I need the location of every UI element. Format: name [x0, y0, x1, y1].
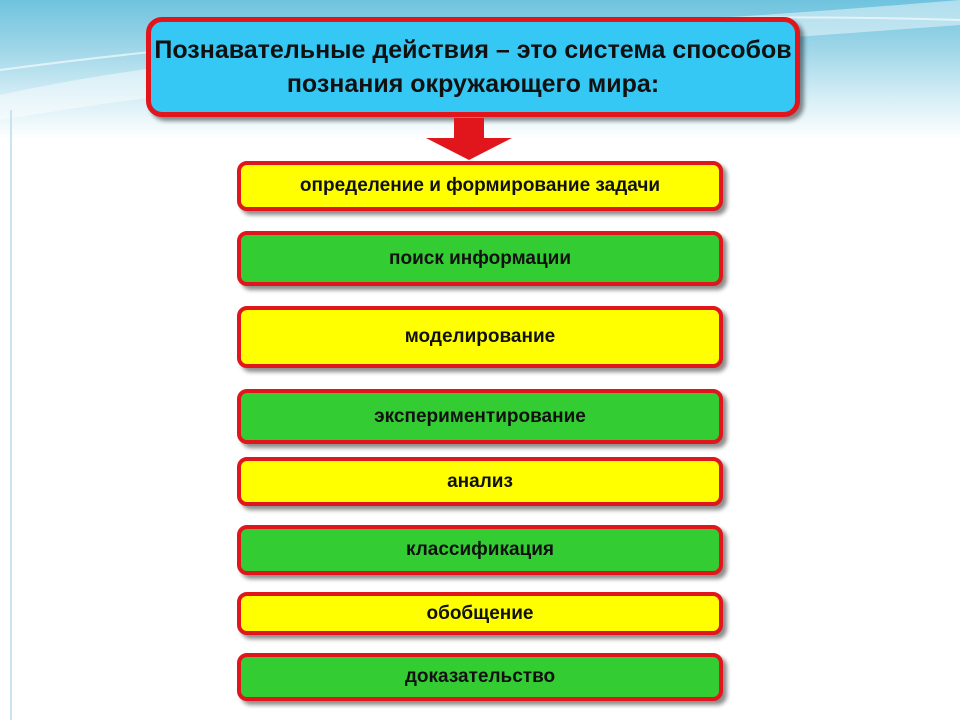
item-generalization: обобщение — [237, 592, 723, 635]
left-decor-line — [10, 110, 12, 720]
down-arrow-icon — [426, 118, 512, 160]
item-information-search: поиск информации — [237, 231, 723, 286]
item-experimentation: экспериментирование — [237, 389, 723, 444]
item-classification: классификация — [237, 525, 723, 575]
item-analysis: анализ — [237, 457, 723, 506]
item-task-definition: определение и формирование задачи — [237, 161, 723, 211]
item-modeling: моделирование — [237, 306, 723, 368]
item-proof: доказательство — [237, 653, 723, 701]
title-box: Познавательные действия – это система сп… — [146, 17, 800, 117]
